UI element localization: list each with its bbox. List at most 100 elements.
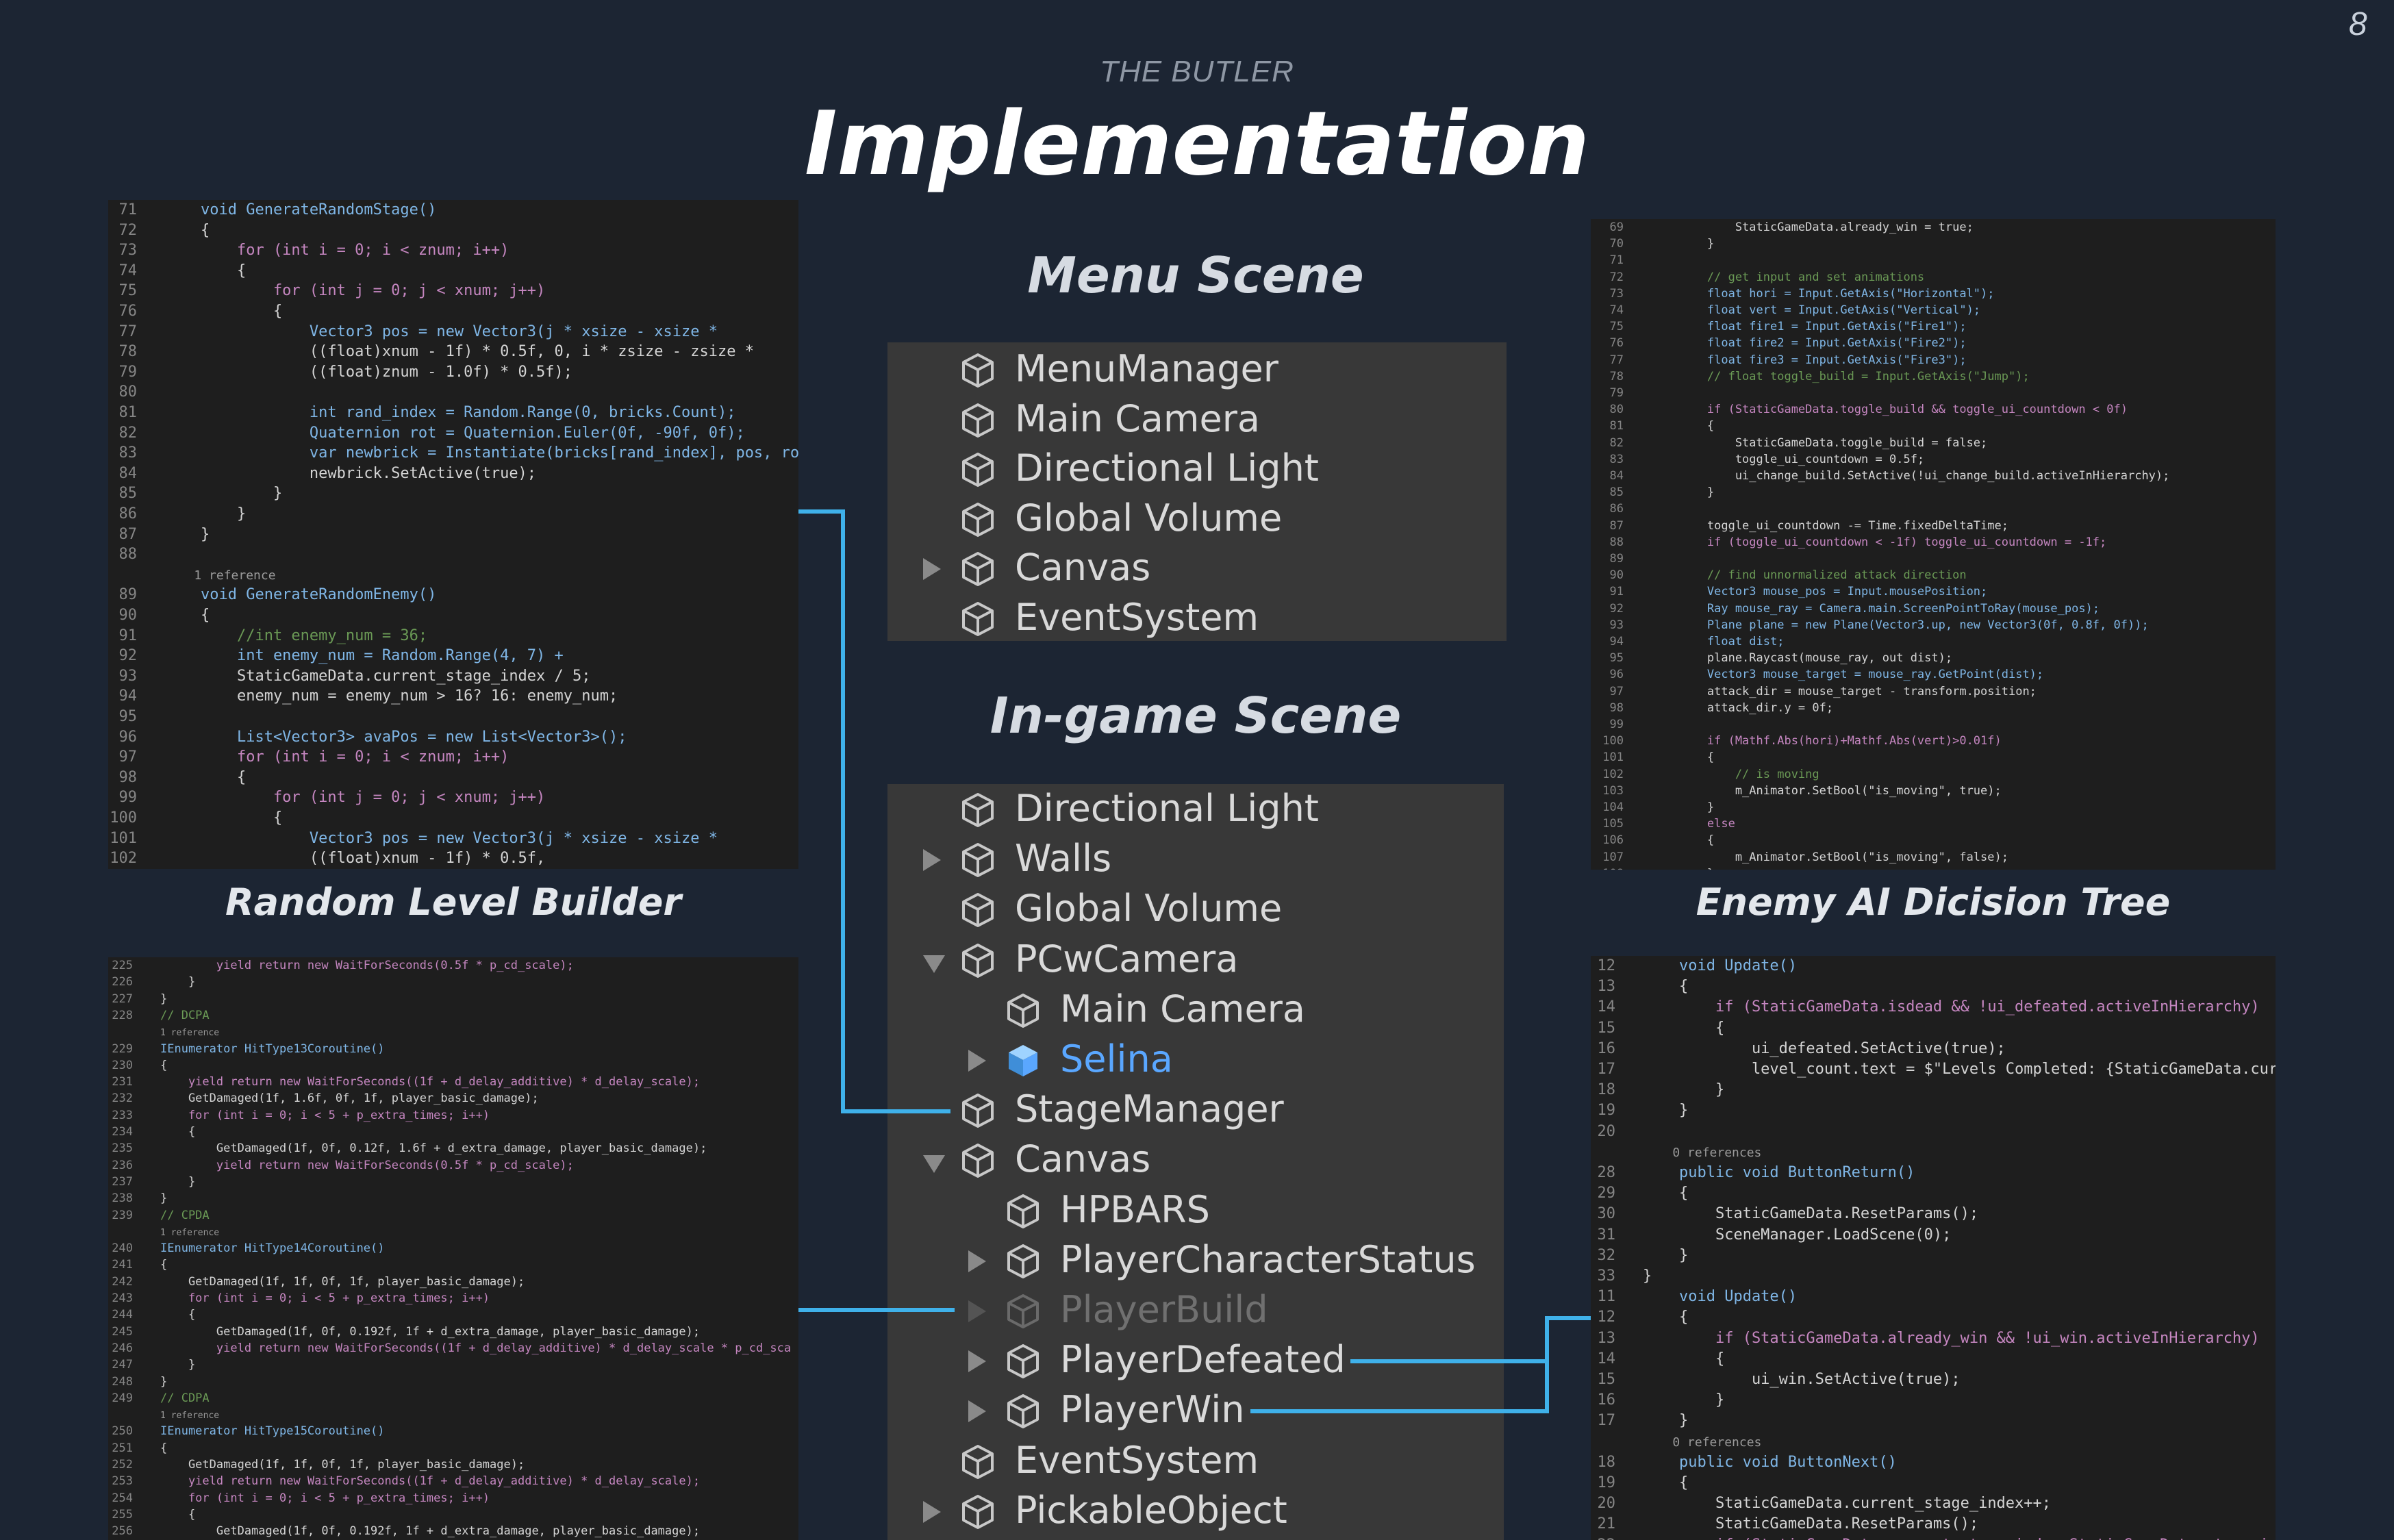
collapse-arrow-icon[interactable]	[923, 849, 941, 872]
code-text: }	[164, 505, 247, 522]
line-number: 92	[118, 647, 138, 665]
line-number: 108	[1591, 866, 1624, 870]
code-line: 28 public void ButtonReturn()	[1591, 1163, 1915, 1183]
line-number: 18	[1597, 1081, 1616, 1099]
hierarchy-item-main-camera[interactable]: Main Camera	[887, 985, 1504, 1035]
hierarchy-item-stagemanager[interactable]: StageManager	[887, 1085, 1504, 1135]
code-text: {	[160, 1058, 168, 1072]
code-line: 79 ((float)znum - 1.0f) * 0.5f);	[108, 362, 573, 383]
line-number: 241	[112, 1258, 133, 1272]
collapse-arrow-icon[interactable]	[968, 1300, 986, 1322]
code-line: 247 }	[108, 1356, 195, 1373]
heading-ingame-scene: In-game Scene	[990, 687, 1402, 744]
hierarchy-item-main-camera[interactable]: Main Camera	[887, 394, 1507, 444]
code-text: // float toggle_build = Input.GetAxis("J…	[1651, 369, 2030, 383]
line-number: 76	[1609, 336, 1624, 351]
code-text: for (int j = 0; j < xnum; j++)	[164, 789, 546, 807]
line-number: 86	[1609, 502, 1624, 516]
line-number: 101	[1602, 750, 1624, 765]
code-text: void GenerateRandomEnemy()	[164, 586, 437, 604]
hierarchy-item-eventsystem[interactable]: EventSystem	[887, 593, 1507, 641]
collapse-arrow-icon[interactable]	[968, 1400, 986, 1423]
line-number: 81	[118, 404, 138, 421]
code-text: attack_dir.y = 0f;	[1651, 700, 1834, 715]
line-number: 98	[1609, 700, 1624, 715]
code-line: 90 {	[108, 605, 210, 626]
line-number: 229	[112, 1042, 133, 1056]
line-number: 76	[118, 303, 138, 320]
code-line: 19 }	[1591, 1100, 1689, 1121]
code-text: }	[160, 992, 168, 1006]
hierarchy-item-canvas[interactable]: Canvas	[887, 543, 1507, 593]
line-number: 79	[118, 363, 138, 381]
hierarchy-item-global-volume[interactable]: Global Volume	[887, 884, 1504, 934]
hierarchy-item-pickableobject[interactable]: PickableObject	[887, 1486, 1504, 1536]
line-number: 86	[118, 505, 138, 522]
line-number: 237	[112, 1174, 133, 1189]
hierarchy-item-playercharacterstatus[interactable]: PlayerCharacterStatus	[887, 1235, 1504, 1285]
code-line: 95 plane.Raycast(mouse_ray, out dist);	[1591, 650, 1953, 666]
hierarchy-item-selina[interactable]: Selina	[887, 1035, 1504, 1085]
line-number: 73	[1609, 286, 1624, 301]
code-line: 95	[108, 707, 164, 727]
code-line: 29 {	[1591, 1183, 1689, 1204]
line-number: 106	[1602, 833, 1624, 848]
code-text: StaticGameData.toggle_build = false;	[1651, 436, 1988, 450]
expand-arrow-icon[interactable]	[923, 1155, 945, 1174]
code-text: float fire2 = Input.GetAxis("Fire2");	[1651, 336, 1967, 351]
line-number: 72	[1609, 270, 1624, 284]
expand-arrow-icon[interactable]	[923, 955, 945, 973]
code-text: {	[1643, 1474, 1689, 1491]
hierarchy-label: HPBARS	[1060, 1187, 1210, 1231]
code-line: 76 {	[108, 301, 283, 322]
hierarchy-item-eventsystem[interactable]: EventSystem	[887, 1436, 1504, 1486]
line-number: 85	[1609, 485, 1624, 500]
code-line: 16 }	[1591, 1390, 1725, 1411]
code-text: }	[1651, 867, 1714, 870]
line-number: 254	[112, 1491, 133, 1505]
code-text: // is moving	[1651, 767, 1819, 781]
code-text: newbrick.SetActive(true);	[164, 464, 537, 482]
code-line: 93 Plane plane = new Plane(Vector3.up, n…	[1591, 617, 2149, 633]
line-number: 255	[112, 1507, 133, 1522]
line-number: 253	[112, 1474, 133, 1489]
hierarchy-label: Walls	[1015, 837, 1112, 881]
collapse-arrow-icon[interactable]	[923, 1500, 941, 1523]
hierarchy-item-directional-light[interactable]: Directional Light	[887, 444, 1507, 494]
line-number: 228	[112, 1008, 133, 1022]
code-text: float dist;	[1651, 635, 1785, 648]
line-number: 75	[118, 282, 138, 300]
hierarchy-item-pcwcamera[interactable]: PCwCamera	[887, 935, 1504, 985]
unity-cube-icon	[960, 792, 996, 828]
collapse-arrow-icon[interactable]	[968, 1250, 986, 1272]
code-line: 84 newbrick.SetActive(true);	[108, 464, 537, 484]
code-line: 72 // get input and set animations	[1591, 269, 1925, 286]
line-number: 29	[1597, 1185, 1616, 1202]
collapse-arrow-icon[interactable]	[968, 1050, 986, 1072]
line-number: 103	[1602, 783, 1624, 798]
hierarchy-item-hpbars[interactable]: HPBARS	[887, 1185, 1504, 1235]
hierarchy-item-playerdefeated[interactable]: PlayerDefeated	[887, 1335, 1504, 1385]
code-line: 230{	[108, 1057, 167, 1074]
hierarchy-item-playerbuild[interactable]: PlayerBuild	[887, 1285, 1504, 1335]
hierarchy-item-global-volume[interactable]: Global Volume	[887, 494, 1507, 544]
collapse-arrow-icon[interactable]	[968, 1350, 986, 1373]
collapse-arrow-icon[interactable]	[923, 558, 941, 581]
code-line: 80 if (StaticGameData.toggle_build && to…	[1591, 401, 2128, 418]
hierarchy-item-menumanager[interactable]: MenuManager	[887, 344, 1507, 394]
hierarchy-item-playerwin[interactable]: PlayerWin	[887, 1385, 1504, 1435]
hierarchy-item-canvas[interactable]: Canvas	[887, 1135, 1504, 1185]
line-number: 78	[118, 343, 138, 361]
line-number: 19	[1597, 1474, 1616, 1491]
line-number: 28	[1597, 1164, 1616, 1181]
code-text: {	[160, 1258, 168, 1272]
code-line: 14 {	[1591, 1349, 1725, 1369]
connector-stagemanager-bottom	[841, 1109, 950, 1113]
code-line: 241 {	[108, 1257, 167, 1273]
code-text: }	[160, 1191, 168, 1206]
hierarchy-item-directional-light[interactable]: Directional Light	[887, 784, 1504, 834]
code-text: for (int i = 0; i < 5 + p_extra_times; i…	[160, 1291, 490, 1305]
code-text: }	[160, 975, 196, 989]
code-line: 245 GetDamaged(1f, 0f, 0.192f, 1f + d_ex…	[108, 1324, 700, 1340]
hierarchy-item-walls[interactable]: Walls	[887, 834, 1504, 884]
